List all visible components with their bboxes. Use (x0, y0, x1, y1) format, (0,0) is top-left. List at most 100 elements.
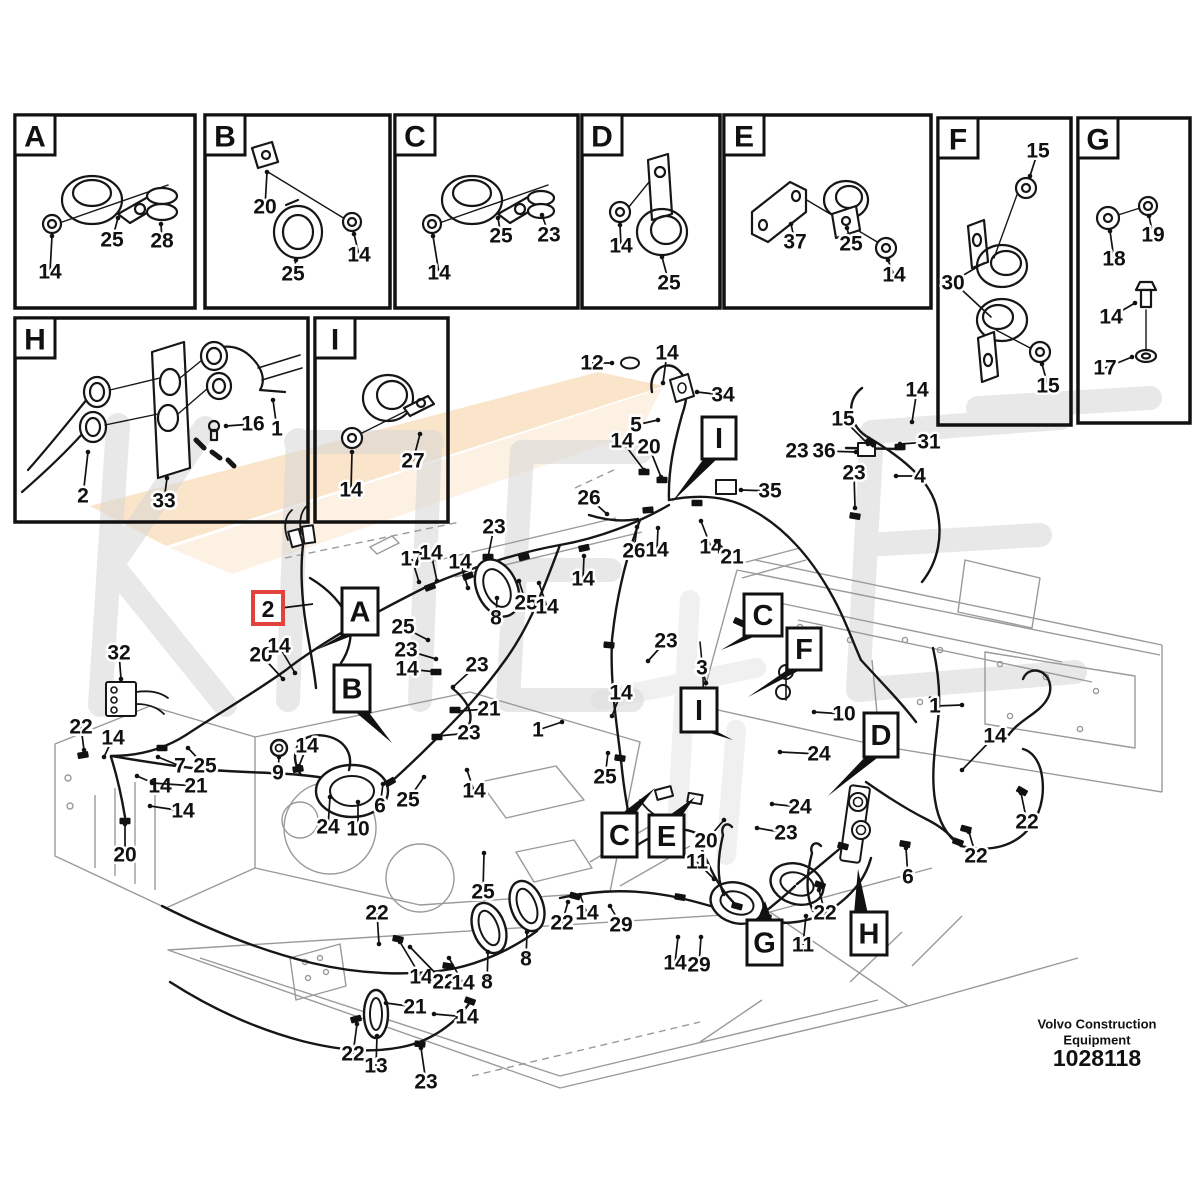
detail-box-letter: H (24, 324, 46, 357)
part-number-label: 28 (150, 230, 174, 253)
detail-box-tab (1076, 116, 1120, 160)
callout-14: 14 (653, 339, 681, 386)
pointer-box-letter: H (859, 919, 880, 951)
detail-box-tab (313, 316, 357, 360)
pointer-letter-E: E (647, 797, 695, 859)
part-number-label: 14 (535, 596, 559, 619)
part-number-label: 14 (409, 966, 433, 989)
part-number-label: 23 (457, 722, 480, 745)
callout-6: 6 (372, 781, 388, 820)
callout-22: 22 (1013, 790, 1041, 836)
detail-box-frame (722, 113, 933, 310)
callout-7: 7 (155, 752, 188, 780)
part-number-label: 22 (813, 902, 836, 925)
callout-14: 14 (608, 427, 647, 473)
pointer-box-letter: G (753, 928, 776, 960)
footer: Volvo Construction Equipment 1028118 (1038, 1017, 1157, 1072)
callout-11: 11 (683, 848, 717, 882)
part-number-label: 14 (101, 727, 125, 750)
part-number-label: 22 (341, 1043, 364, 1066)
callout-14: 14 (460, 767, 488, 805)
detail-box-letter: I (331, 324, 339, 357)
detail-box-frame (393, 113, 580, 310)
part-number-label: 14 (395, 658, 419, 681)
part-number-label: 36 (812, 440, 835, 463)
callout-22: 22 (67, 713, 95, 753)
part-number-label: 16 (241, 413, 264, 436)
part-number-label: 14 (462, 780, 486, 803)
pointer-letter-D: D (828, 711, 900, 796)
part-number-label: 14 (610, 430, 634, 453)
pointer-box (785, 626, 823, 672)
pointer-box-letter: D (871, 720, 892, 752)
pointer-letter-I: I (672, 415, 738, 502)
part-number-label: 1 (532, 719, 544, 742)
part-number-label: 14 (448, 551, 472, 574)
detail-box-tab (936, 116, 980, 160)
part-number-label: 25 (391, 616, 415, 639)
part-number-label: 22 (432, 971, 455, 994)
callout-36: 36 (810, 437, 859, 465)
callout-1: 1 (530, 716, 565, 744)
callout-14: 14 (573, 892, 601, 927)
part-number-label: 21 (184, 775, 208, 798)
part-number-label: 25 (593, 766, 617, 789)
callout-22: 22 (407, 944, 458, 996)
part-number-label: 11 (686, 851, 709, 874)
part-number-label: 1 (929, 695, 941, 718)
callout-1: 1 (927, 692, 965, 720)
part-number-label: 14 (645, 539, 669, 562)
callout-25: 25 (469, 850, 497, 906)
callout-23: 23 (412, 1045, 440, 1096)
pointer-box (700, 415, 738, 461)
detail-box-letter: A (24, 121, 46, 154)
detail-box-letter: B (214, 121, 236, 154)
callout-14: 14 (134, 772, 174, 800)
part-number-label: 25 (839, 233, 863, 256)
detail-box-tab (13, 113, 57, 157)
part-number-label: 10 (832, 703, 855, 726)
part-number-label: 20 (113, 844, 136, 867)
callout-25: 25 (394, 774, 427, 814)
part-number-label: 14 (451, 972, 475, 995)
part-number-label: 12 (580, 352, 603, 375)
callout-10: 10 (811, 700, 858, 728)
highlighted-part-box (251, 590, 285, 626)
figure-number: 1028118 (1053, 1045, 1141, 1071)
callout-8: 8 (479, 949, 496, 996)
part-number-label: 14 (655, 342, 679, 365)
callout-14: 14 (661, 934, 689, 977)
part-number-label: 23 (465, 654, 488, 677)
part-number-label: 14 (575, 902, 599, 925)
part-number-label: 26 (622, 540, 645, 563)
detail-box-frame (1076, 116, 1192, 425)
callout-29: 29 (607, 903, 635, 939)
part-number-label: 22 (550, 912, 573, 935)
part-number-label: 6 (374, 795, 386, 818)
detail-box-letter: E (734, 121, 754, 154)
pointer-box (340, 586, 380, 637)
part-number-label: 25 (100, 229, 124, 252)
part-number-label: 15 (1036, 375, 1060, 398)
pointer-letter-B: B (332, 663, 392, 743)
callout-14: 14 (431, 1003, 481, 1031)
callout-26: 26 (620, 524, 648, 565)
callout-14: 14 (265, 632, 298, 676)
callout-23: 23 (783, 437, 811, 465)
part-number-label: 14 (983, 725, 1007, 748)
detail-box-frame (13, 316, 310, 524)
callout-22: 22 (363, 899, 391, 947)
callout-14: 14 (446, 548, 474, 591)
callout-9: 9 (270, 754, 286, 787)
part-number-label: 15 (831, 408, 855, 431)
callout-31: 31 (897, 428, 943, 456)
callout-35: 35 (738, 477, 784, 505)
detail-box-frame (936, 116, 1073, 427)
detail-box-frame (580, 113, 722, 310)
